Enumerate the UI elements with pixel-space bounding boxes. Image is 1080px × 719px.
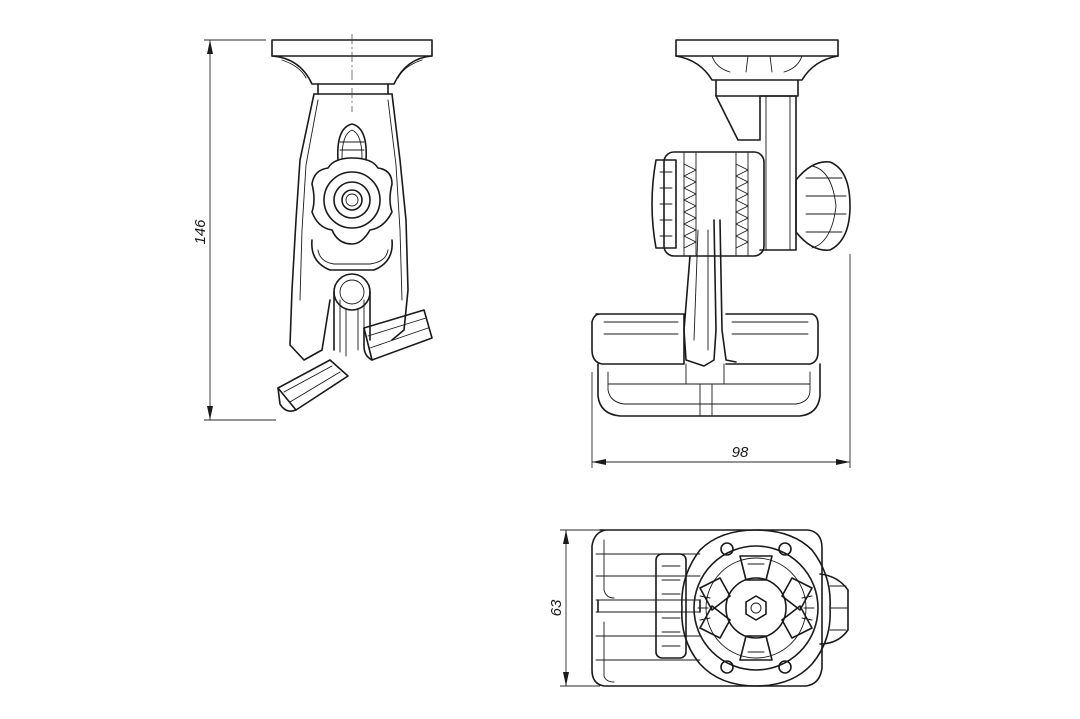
- height-dimension: [204, 39, 276, 421]
- depth-label: 63: [548, 599, 565, 616]
- top-view: [591, 529, 849, 687]
- depth-dimension: [560, 529, 600, 687]
- width-label: 98: [732, 444, 749, 461]
- side-view: [591, 39, 851, 417]
- width-dimension: [591, 254, 851, 468]
- height-label: 146: [192, 219, 209, 245]
- front-view: [271, 34, 433, 412]
